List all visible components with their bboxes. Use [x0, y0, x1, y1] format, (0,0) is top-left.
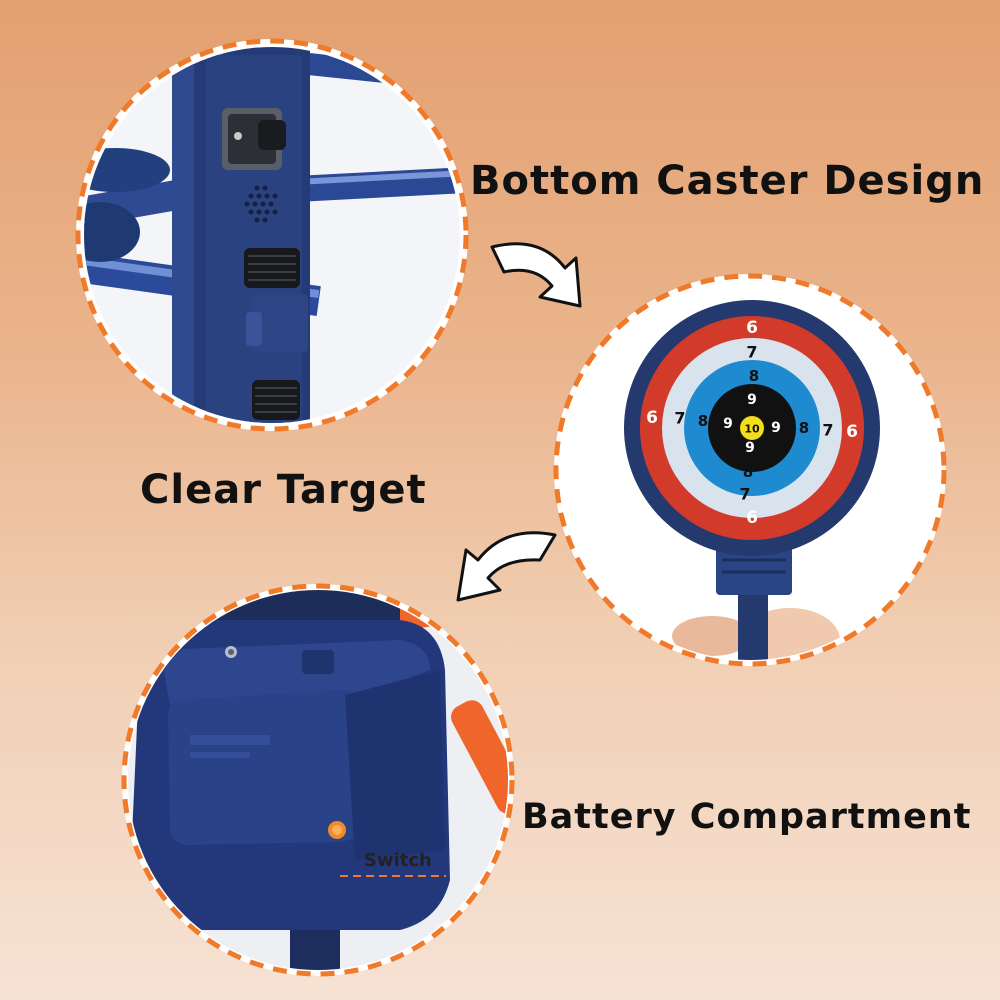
ring-number-7: 7: [746, 343, 757, 362]
ring-number-9: 9: [723, 416, 733, 432]
ring-number-8: 8: [749, 367, 759, 385]
ring-number-8: 8: [799, 419, 809, 437]
caster-detail-photo: [75, 38, 469, 432]
target-photo: 6 6 6 6 7 7 7 7 8 8 8 8 9 9 9 9 10: [553, 273, 947, 667]
ring-number-8: 8: [743, 463, 753, 481]
ring-number-6: 6: [846, 422, 858, 442]
ring-number-8: 8: [698, 412, 708, 430]
curved-arrow-right-down-icon: [490, 242, 582, 308]
ring-number-7: 7: [822, 421, 833, 440]
curved-arrow-left-down-icon: [456, 531, 557, 602]
caster-feature-heading: Bottom Caster Design: [470, 158, 985, 204]
switch-label: Switch: [364, 850, 432, 871]
ring-number-9: 9: [747, 392, 757, 408]
battery-compartment-photo: [121, 583, 515, 977]
ring-number-9: 9: [771, 420, 781, 436]
ring-number-7: 7: [739, 485, 750, 504]
ring-number-9: 9: [745, 440, 755, 456]
ring-number-6: 6: [746, 318, 758, 338]
ring-number-10: 10: [744, 423, 760, 436]
battery-feature-heading: Battery Compartment: [522, 797, 972, 837]
ring-number-6: 6: [646, 408, 658, 428]
target-feature-heading: Clear Target: [140, 467, 427, 513]
ring-number-7: 7: [674, 409, 685, 428]
ring-number-6: 6: [746, 508, 758, 528]
